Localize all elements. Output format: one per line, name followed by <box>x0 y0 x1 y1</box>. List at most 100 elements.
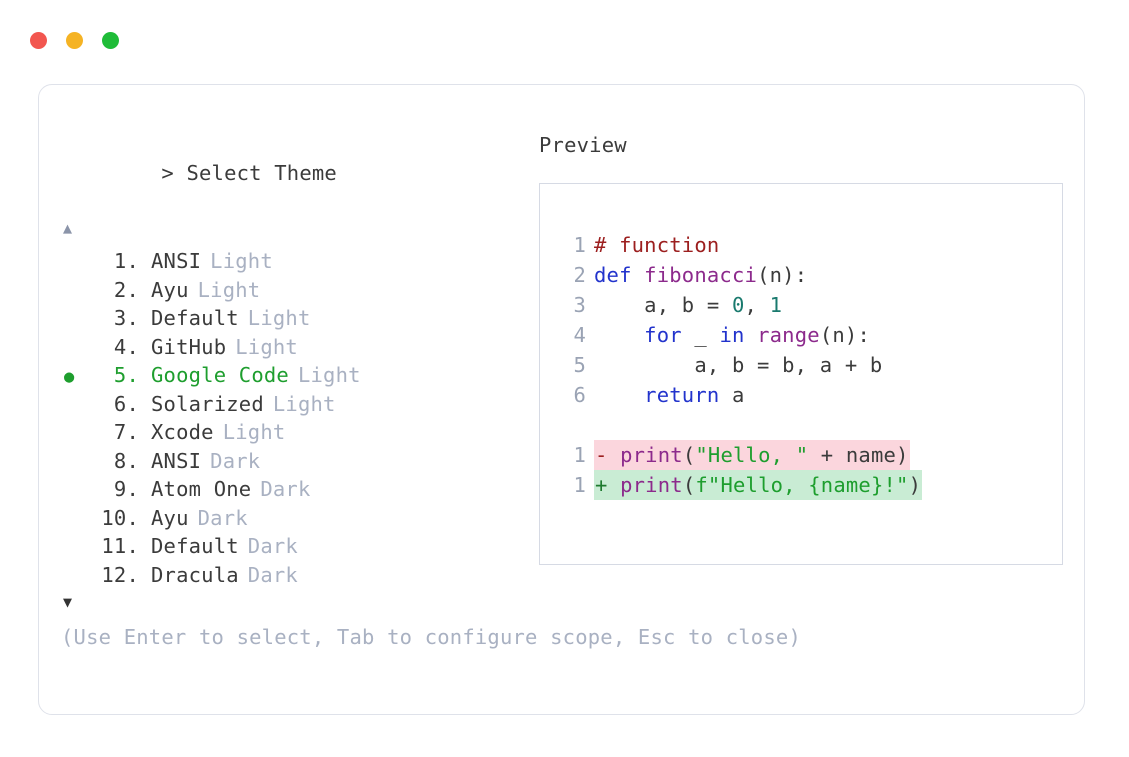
code-line-content: a, b = 0, 1 <box>594 290 782 320</box>
diff-added-line: 1 + print(f"Hello, {name}!") <box>540 470 1062 500</box>
line-number: 3 <box>573 293 586 317</box>
code-token: a <box>719 383 745 407</box>
code-token: 0 <box>731 293 745 317</box>
theme-name: ANSI <box>151 249 202 273</box>
theme-mode: Dark <box>197 505 248 530</box>
code-token: a, b = b, a + b <box>594 353 883 377</box>
theme-index: 4. <box>113 334 139 359</box>
theme-mode: Dark <box>247 534 298 558</box>
code-token: # function <box>594 233 720 257</box>
diff-highlight: - print("Hello, " + name) <box>594 440 910 470</box>
theme-name: Solarized <box>151 391 264 416</box>
code-token: print <box>620 443 683 467</box>
prompt-caret-icon: > <box>161 161 187 185</box>
code-token: print <box>620 473 683 497</box>
code-token: (n): <box>819 323 870 347</box>
theme-name: GitHub <box>151 334 227 359</box>
theme-index: 10. <box>101 505 139 530</box>
bullet-placeholder <box>61 477 91 506</box>
line-number: 5 <box>573 353 586 377</box>
theme-name: ANSI <box>151 448 202 473</box>
code-token: ( <box>682 443 696 467</box>
theme-mode: Dark <box>260 477 311 501</box>
code-line-content: # function <box>594 230 719 260</box>
theme-index: 1. <box>113 249 139 273</box>
bullet-placeholder <box>61 306 91 335</box>
code-token: "Hello, " <box>695 443 809 467</box>
diff-removed-line: 1- print("Hello, " + name) <box>540 440 1062 470</box>
preview-label: Preview <box>539 133 627 157</box>
page-title-label: Select Theme <box>186 161 337 185</box>
bullet-placeholder <box>61 449 91 478</box>
theme-index: 11. <box>101 534 139 558</box>
theme-mode: Dark <box>210 448 261 473</box>
code-token: ( <box>682 473 696 497</box>
selected-bullet-icon: ● <box>64 367 75 387</box>
theme-mode: Light <box>272 391 336 416</box>
keyboard-hint: (Use Enter to select, Tab to configure s… <box>61 625 801 649</box>
line-number: 4 <box>573 323 586 347</box>
theme-index: 5. <box>113 363 139 387</box>
code-token <box>745 323 758 347</box>
line-number: 1 <box>573 233 586 257</box>
theme-list-item[interactable]: 3. Default Light <box>61 304 531 333</box>
code-token <box>608 443 621 467</box>
code-token: 1 <box>769 293 783 317</box>
code-token: range <box>757 323 820 347</box>
maximize-button[interactable] <box>102 32 119 49</box>
code-token: , <box>744 293 770 317</box>
bullet-placeholder <box>61 534 91 563</box>
diff-sign: + <box>595 473 608 497</box>
code-token: for <box>644 323 682 347</box>
theme-list-item[interactable]: 4. GitHub Light <box>61 333 531 362</box>
code-token <box>608 473 621 497</box>
code-line: 3 a, b = 0, 1 <box>540 290 1062 320</box>
code-token: ) <box>908 473 922 497</box>
theme-index: 7. <box>113 420 139 444</box>
diff-sign: - <box>595 443 608 467</box>
theme-list-item[interactable]: 8. ANSI Dark <box>61 447 531 476</box>
code-line: 5 a, b = b, a + b <box>540 350 1062 380</box>
code-token <box>594 383 644 407</box>
theme-mode: Light <box>247 306 311 330</box>
theme-mode: Light <box>235 334 298 359</box>
scroll-up-icon[interactable]: ▲ <box>63 219 73 237</box>
code-token: f"Hello, {name}!" <box>695 473 909 497</box>
theme-name: Xcode <box>151 420 214 444</box>
bullet-placeholder <box>61 392 91 421</box>
code-token: a, b = <box>594 293 732 317</box>
theme-name: Default <box>151 306 239 330</box>
code-token: + name) <box>808 443 909 467</box>
code-line-content: a, b = b, a + b <box>594 350 882 380</box>
theme-index: 2. <box>113 277 139 302</box>
line-number: 1 <box>573 473 586 497</box>
bullet-placeholder <box>61 335 91 364</box>
code-token: _ <box>681 323 720 347</box>
minimize-button[interactable] <box>66 32 83 49</box>
theme-index: 8. <box>113 448 139 473</box>
bullet-placeholder <box>61 278 91 307</box>
close-button[interactable] <box>30 32 47 49</box>
theme-mode: Dark <box>247 562 298 587</box>
code-token: def <box>594 263 645 287</box>
bullet-placeholder <box>61 506 91 535</box>
window-traffic-lights <box>30 32 119 49</box>
scroll-down-icon[interactable]: ▼ <box>63 593 73 611</box>
theme-index: 3. <box>113 306 139 330</box>
theme-name: Dracula <box>151 562 239 587</box>
line-number: 1 <box>573 443 586 467</box>
